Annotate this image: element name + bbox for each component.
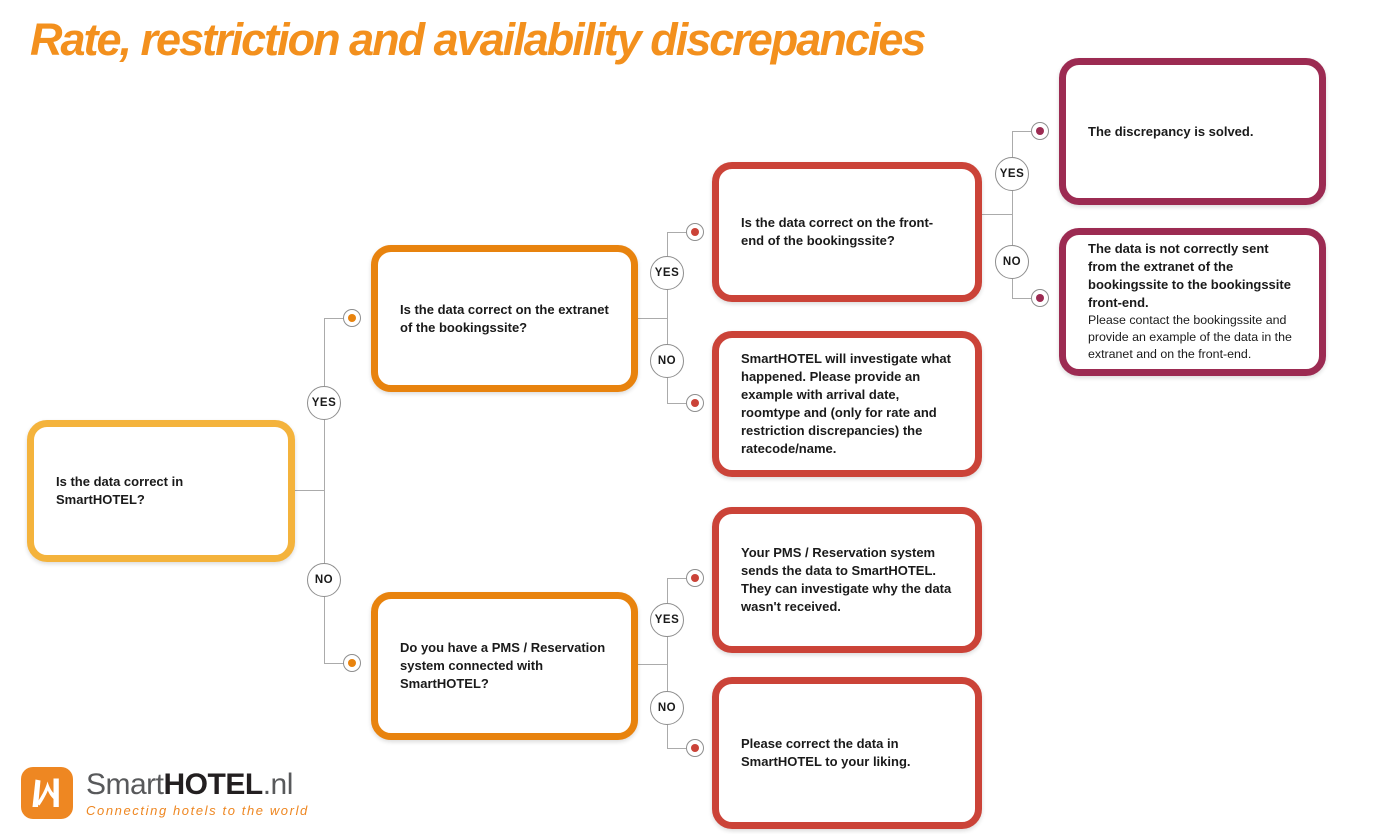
connector-endpoint	[1031, 289, 1049, 307]
connector-line	[295, 490, 324, 491]
flow-node-root: Is the data correct in SmartHOTEL?	[27, 420, 295, 562]
brand-bold: HOTEL	[163, 768, 264, 801]
connector-endpoint	[686, 394, 704, 412]
smarthotel-logo-text: SmartHOTEL.nl Connecting hotels to the w…	[86, 766, 309, 818]
flow-node-text-bold: The data is not correctly sent from the …	[1088, 241, 1291, 311]
endpoint-dot	[348, 659, 356, 667]
flow-node-not-sent: The data is not correctly sent from the …	[1059, 228, 1326, 376]
connector-line	[324, 318, 325, 663]
page-title: Rate, restriction and availability discr…	[30, 14, 926, 65]
flow-node-solved: The discrepancy is solved.	[1059, 58, 1326, 205]
flow-node-text: Is the data correct on the extranet of t…	[400, 301, 609, 335]
endpoint-dot	[691, 574, 699, 582]
flow-node-investigate: SmartHOTEL will investigate what happene…	[712, 331, 982, 477]
connector-line	[638, 318, 667, 319]
connector-endpoint	[686, 739, 704, 757]
connector-line	[667, 748, 686, 749]
endpoint-dot	[348, 314, 356, 322]
smarthotel-logo: SmartHOTEL.nl Connecting hotels to the w…	[20, 766, 309, 820]
yes-badge: YES	[995, 157, 1029, 191]
flow-node-frontend: Is the data correct on the front-end of …	[712, 162, 982, 302]
connector-line	[1012, 298, 1031, 299]
endpoint-dot	[1036, 294, 1044, 302]
endpoint-dot	[1036, 127, 1044, 135]
flow-node-text-group: The data is not correctly sent from the …	[1088, 240, 1297, 363]
brand-tagline: Connecting hotels to the world	[86, 802, 309, 818]
flow-node-extranet: Is the data correct on the extranet of t…	[371, 245, 638, 392]
endpoint-dot	[691, 744, 699, 752]
connector-endpoint	[343, 654, 361, 672]
no-badge: NO	[995, 245, 1029, 279]
connector-line	[638, 664, 667, 665]
no-badge: NO	[650, 344, 684, 378]
connector-endpoint	[686, 223, 704, 241]
yes-badge: YES	[650, 256, 684, 290]
flow-node-text: Is the data correct in SmartHOTEL?	[56, 474, 184, 507]
connector-line	[667, 232, 668, 403]
connector-line	[1012, 131, 1013, 298]
connector-line	[667, 403, 686, 404]
connector-line	[667, 578, 686, 579]
flow-node-correct-data: Please correct the data in SmartHOTEL to…	[712, 677, 982, 829]
no-badge: NO	[307, 563, 341, 597]
yes-badge: YES	[307, 386, 341, 420]
endpoint-dot	[691, 228, 699, 236]
connector-line	[324, 318, 344, 319]
flow-node-text: Do you have a PMS / Reservation system c…	[400, 640, 606, 691]
yes-badge: YES	[650, 603, 684, 637]
smarthotel-logo-icon	[21, 767, 73, 819]
endpoint-dot	[691, 399, 699, 407]
flow-node-text: The discrepancy is solved.	[1088, 123, 1254, 139]
connector-endpoint	[686, 569, 704, 587]
flow-node-text: Your PMS / Reservation system sends the …	[741, 545, 952, 614]
flow-node-text: Please correct the data in SmartHOTEL to…	[741, 736, 911, 769]
connector-line	[667, 578, 668, 748]
connector-endpoint	[343, 309, 361, 327]
brand-name: SmartHOTEL.nl	[86, 769, 309, 801]
flow-node-text-regular: Please contact the bookingssite and prov…	[1088, 313, 1292, 362]
flow-node-text: Is the data correct on the front-end of …	[741, 215, 934, 248]
flow-node-text: SmartHOTEL will investigate what happene…	[741, 351, 951, 456]
brand-prefix: Smart	[86, 768, 164, 801]
no-badge: NO	[650, 691, 684, 725]
connector-line	[982, 214, 1012, 215]
connector-line	[667, 232, 686, 233]
connector-endpoint	[1031, 122, 1049, 140]
brand-suffix: .nl	[262, 768, 294, 801]
flow-node-pms-sends: Your PMS / Reservation system sends the …	[712, 507, 982, 653]
flow-node-pms: Do you have a PMS / Reservation system c…	[371, 592, 638, 740]
connector-line	[324, 663, 344, 664]
connector-line	[1012, 131, 1031, 132]
